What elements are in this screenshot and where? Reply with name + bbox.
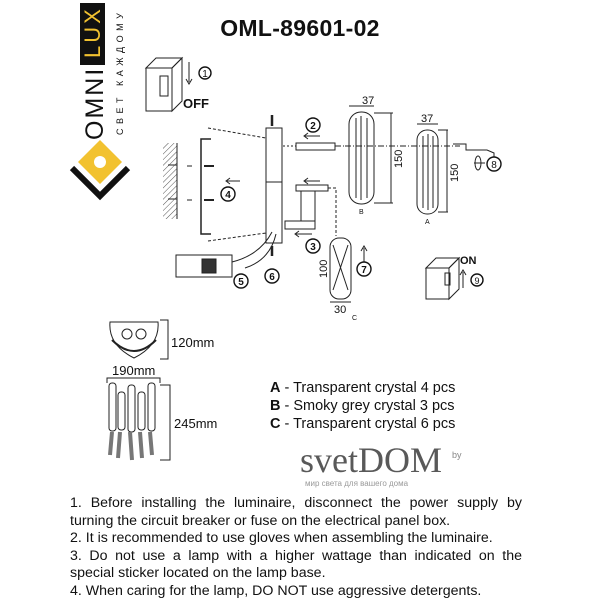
lamp-front-view [106,377,171,461]
step-7-label: 7 [361,265,367,276]
step-8-label: 8 [491,160,497,171]
legend-item-b: B - Smoky grey crystal 3 pcs [270,397,455,415]
crystal-a-height: 150 [449,164,461,182]
instruction-item: 2. It is recommended to use gloves when … [70,530,493,547]
crystal-b-height: 150 [393,150,405,168]
crystal-b-letter: B [359,209,364,216]
step-2-label: 2 [310,121,316,132]
height-dimension: 245mm [174,416,217,431]
width-dimension: 190mm [112,363,155,378]
crystal-b-width: 37 [362,95,374,107]
logo-omni: OMNI [81,67,109,140]
instruction-item: 4. When caring for the lamp, DO NOT use … [70,582,482,599]
legend-text: - Transparent crystal 6 pcs [280,416,456,432]
crystal-c-height: 100 [318,260,330,278]
depth-dimension: 120mm [171,335,214,350]
crystal-c-width: 30 [334,304,346,316]
crystal-a-drawing [416,123,448,215]
switch-on-icon [424,256,467,301]
crystal-b-drawing [348,105,393,205]
legend-key: C [270,416,281,432]
safety-instructions: 1. Before installing the luminaire, disc… [70,495,522,601]
step-4-label: 4 [225,190,231,201]
wall-hatch [163,143,178,219]
lamp-top-view [109,319,169,360]
logo-tagline: СВЕТ КАЖДОМУ [115,9,125,135]
instruction-item: 3. Do not use a lamp with a higher watta… [70,547,522,582]
legend-text: - Smoky grey crystal 3 pcs [280,398,455,414]
legend-key: B [270,398,281,414]
step-6-label: 6 [269,272,275,283]
legend-item-c: C - Transparent crystal 6 pcs [270,415,455,433]
crystal-c-letter: C [352,315,357,322]
legend-key: A [270,380,281,396]
off-label: OFF [183,96,209,111]
legend-item-a: A - Transparent crystal 4 pcs [270,379,455,397]
page-title: OML-89601-02 [220,15,380,41]
crystal-a-letter: A [425,219,430,226]
crystal-c-drawing [329,237,352,303]
step-9-label: 9 [474,276,479,286]
step-3-label: 3 [310,242,316,253]
on-label: ON [460,255,477,267]
switch-off-icon [144,56,193,113]
step-1-label: 1 [202,69,208,80]
step-5-label: 5 [238,277,244,288]
logo-diamond-icon [69,140,131,201]
instruction-item: 1. Before installing the luminaire, disc… [70,495,522,529]
crystal-a-width: 37 [421,113,433,125]
logo-lux: LUX [80,6,105,58]
legend-text: - Transparent crystal 4 pcs [280,380,456,396]
